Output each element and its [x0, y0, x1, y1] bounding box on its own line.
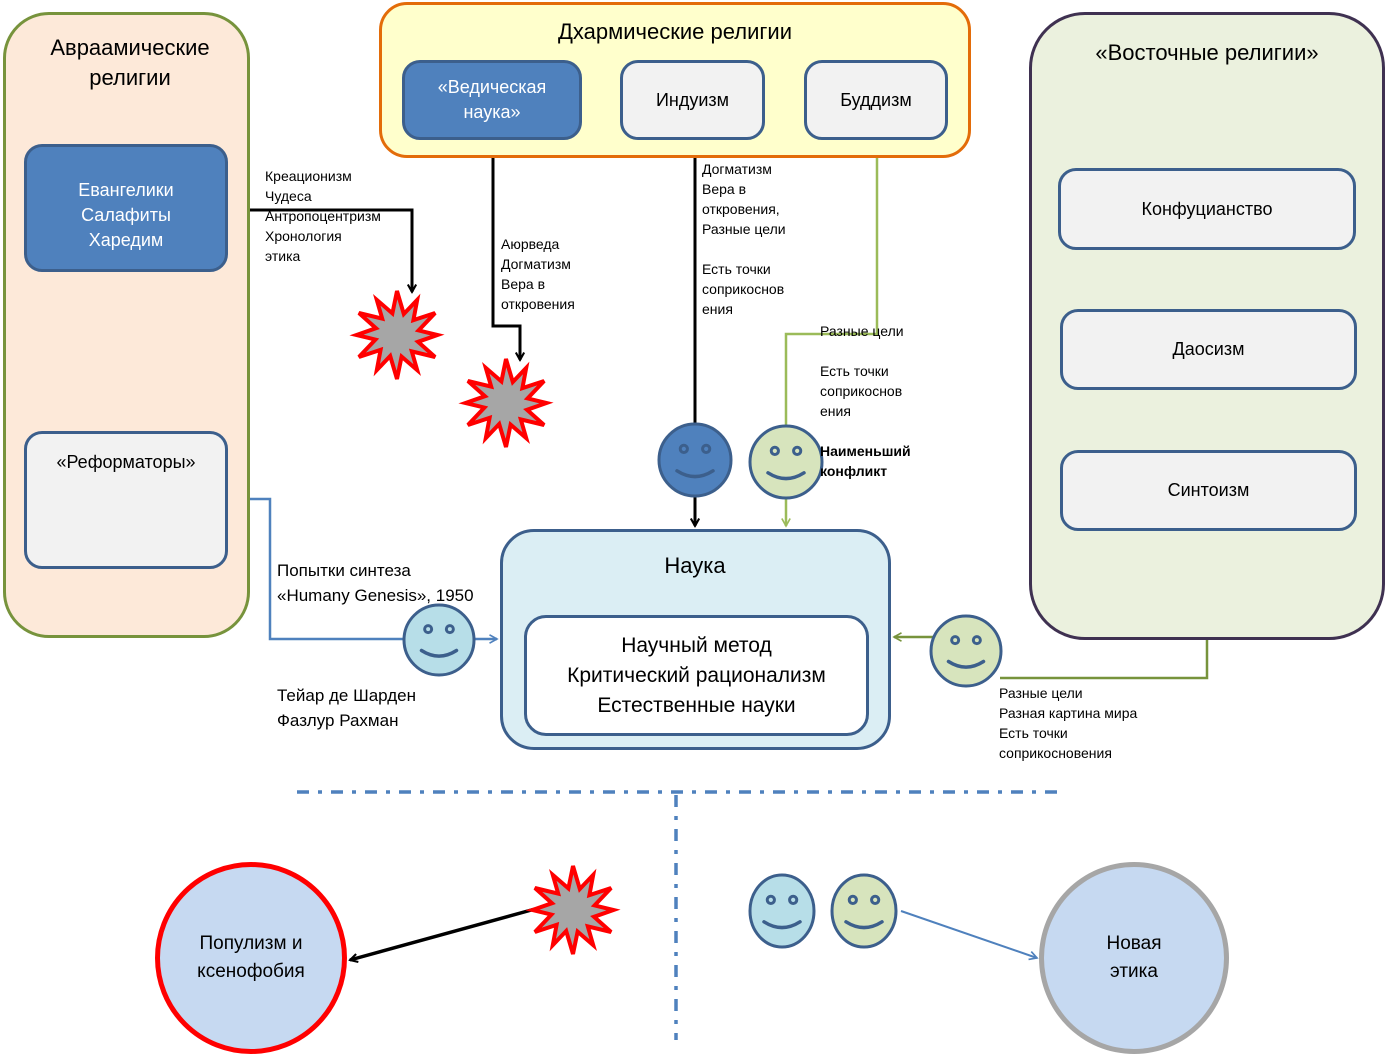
- explosion-icon: [458, 358, 554, 448]
- smiley-eye: [847, 894, 858, 905]
- vedic-science-label: «Ведическая наука»: [437, 77, 547, 122]
- smiley-eye: [423, 624, 434, 635]
- buddhism-notes: Разные цели Есть точки соприкоснов ения …: [820, 301, 911, 501]
- fundamentalists-item: Салафиты: [81, 204, 171, 225]
- smiley-mouth: [762, 920, 802, 930]
- eastern-item-shinto[interactable]: Синтоизм: [1060, 450, 1357, 531]
- reformers-box[interactable]: «Реформаторы»: [24, 431, 228, 569]
- harmony-ethics-connector: [900, 910, 1037, 958]
- smiley-face-icon: [830, 873, 898, 949]
- smiley-mouth: [419, 648, 459, 658]
- buddhism-box[interactable]: Буддизм: [804, 60, 948, 140]
- smiley-face: [929, 614, 1003, 688]
- science-title: Наука: [664, 553, 726, 578]
- smiley-mouth: [675, 469, 715, 479]
- abrahamic-title: Авраамические религии: [50, 35, 210, 90]
- science-methods-box: Научный метод Критический рационализм Ес…: [524, 615, 869, 736]
- smiley-face-icon: [748, 873, 816, 949]
- fundamentalists-conflict-connector: [228, 208, 412, 292]
- buddhism-notes-text: Разные цели Есть точки соприкоснов ения: [820, 323, 904, 419]
- smiley-mouth: [844, 920, 884, 930]
- fundamentalists-item: Евангелики: [78, 179, 174, 200]
- smiley-face-icon: [748, 424, 824, 500]
- smiley-face-icon: [929, 614, 1003, 688]
- vedic-conflict-connector: [491, 140, 520, 360]
- abrahamic-conflict-notes: Креационизм Чудеса Антропоцентризм Хроно…: [265, 168, 381, 264]
- fundamentalists-box[interactable]: Евангелики Салафиты Харедим: [24, 144, 228, 272]
- eastern-item-label: Даосизм: [1172, 339, 1245, 359]
- explosion-icon: [349, 290, 445, 380]
- science-method-item: Научный метод: [621, 633, 772, 657]
- eastern-item-label: Конфуцианство: [1141, 198, 1273, 219]
- hinduism-box[interactable]: Индуизм: [620, 60, 765, 140]
- smiley-face: [830, 873, 898, 949]
- synthesis-people: Тейар де Шарден Фазлур Рахман: [277, 686, 416, 730]
- buddhism-label: Буддизм: [840, 89, 912, 110]
- vedic-science-box[interactable]: «Ведическая наука»: [402, 60, 582, 140]
- buddhism-notes-bold: Наименьший конфликт: [820, 443, 911, 479]
- smiley-mouth: [946, 659, 986, 669]
- smiley-eye: [792, 445, 803, 456]
- smiley-face: [748, 873, 816, 949]
- smiley-eye: [765, 894, 776, 905]
- smiley-face: [748, 424, 824, 500]
- hinduism-notes: Догматизм Вера в откровения, Разные цели…: [702, 161, 786, 317]
- smiley-face-icon: [402, 603, 476, 677]
- fundamentalists-item: Харедим: [88, 229, 164, 250]
- populism-label: Популизм и ксенофобия: [197, 933, 305, 982]
- hinduism-label: Индуизм: [655, 89, 730, 110]
- explosion-icon: [525, 865, 621, 955]
- vedic-conflict-notes: Аюрведа Догматизм Вера в откровения: [501, 236, 575, 312]
- smiley-eye: [971, 635, 982, 646]
- eastern-item-taoism[interactable]: Даосизм: [1060, 309, 1357, 390]
- smiley-eye: [870, 894, 881, 905]
- smiley-eye: [678, 443, 689, 454]
- smiley-eye: [444, 624, 455, 635]
- smiley-eye: [769, 445, 780, 456]
- conflict-populism-connector: [350, 907, 536, 960]
- eastern-science-connector: [1000, 640, 1209, 680]
- eastern-item-label: Синтоизм: [1167, 480, 1250, 500]
- smiley-eye: [701, 443, 712, 454]
- synthesis-notes: Попытки синтеза «Humany Genesis», 1950: [277, 561, 474, 605]
- smiley-eye: [788, 894, 799, 905]
- science-method-item: Естественные науки: [597, 693, 796, 717]
- smiley-eye: [950, 635, 961, 646]
- new-ethics-label: Новая этика: [1106, 933, 1162, 982]
- smiley-face: [657, 422, 733, 498]
- dharmic-title: Дхармические религии: [558, 19, 792, 44]
- populism-circle[interactable]: Популизм и ксенофобия: [155, 862, 347, 1054]
- eastern-item-confucianism[interactable]: Конфуцианство: [1058, 168, 1356, 250]
- smiley-mouth: [766, 471, 806, 481]
- eastern-title: «Восточные религии»: [1095, 40, 1319, 65]
- smiley-face-icon: [657, 422, 733, 498]
- reformers-label: «Реформаторы»: [56, 452, 196, 472]
- new-ethics-circle[interactable]: Новая этика: [1039, 862, 1229, 1054]
- eastern-notes: Разные цели Разная картина мира Есть точ…: [999, 685, 1138, 761]
- smiley-face: [402, 603, 476, 677]
- science-method-item: Критический рационализм: [567, 663, 826, 687]
